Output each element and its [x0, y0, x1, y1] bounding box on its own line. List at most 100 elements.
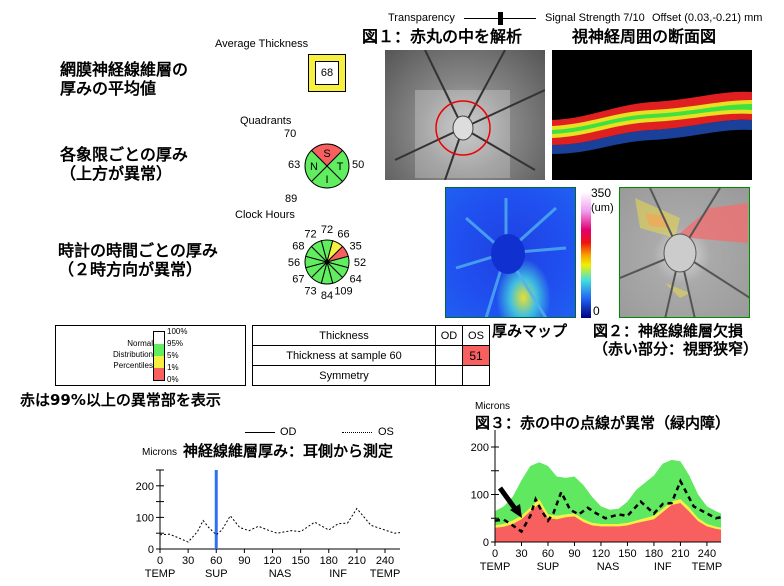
- clock-hour-value: 73: [304, 286, 316, 298]
- region-label: TEMP: [370, 568, 401, 580]
- quadrant-s-value: 70: [284, 128, 297, 140]
- clock-hour-value: 35: [349, 241, 361, 253]
- x-tick-label: 180: [645, 548, 663, 560]
- legend-colorbar: [153, 331, 165, 381]
- average-thickness-value: 68: [315, 61, 339, 85]
- y-tick-label: 100: [136, 512, 154, 524]
- x-tick-label: 240: [376, 555, 394, 567]
- os-legend-label: OS: [378, 426, 394, 438]
- region-label: NAS: [597, 561, 620, 573]
- quadrant-letter: N: [310, 161, 318, 173]
- clock-hour-value: 72: [321, 224, 333, 236]
- quadrant-n-value: 63: [288, 159, 301, 171]
- fig1-caption: 図１：赤丸の中を解析: [362, 27, 523, 46]
- signal-strength: Signal Strength 7/10: [545, 12, 645, 24]
- colorbar-min: 0: [593, 304, 600, 318]
- clock-hour-value: 52: [354, 257, 366, 269]
- quadrant-letter: T: [337, 161, 344, 173]
- y-tick-label: 100: [471, 490, 489, 502]
- clock-note: 時計の時間ごとの厚み（２時方向が異常）: [58, 241, 218, 279]
- x-tick-label: 120: [263, 555, 281, 567]
- clock-sector: [310, 240, 328, 264]
- colorbar: [581, 192, 591, 318]
- clock-hour-value: 66: [337, 228, 349, 240]
- chart2-ylabel: Microns: [475, 401, 511, 412]
- average-note: 網膜神経線維層の厚みの平均値: [60, 60, 189, 98]
- x-tick-label: 0: [492, 548, 498, 560]
- y-tick-label: 200: [471, 442, 489, 454]
- os-line: [159, 507, 401, 543]
- red-note: 赤は99%以上の異常部を表示: [20, 391, 221, 409]
- x-tick-label: 210: [671, 548, 689, 560]
- clock-hour-value: 67: [292, 274, 304, 286]
- region-label: SUP: [537, 561, 560, 573]
- col-os: OS: [462, 325, 490, 346]
- average-thickness-box: 68: [308, 54, 346, 92]
- col-od: OD: [435, 325, 463, 346]
- os-legend-line: [342, 432, 372, 433]
- os-sample-value: 51: [462, 345, 490, 366]
- clock-hour-value: 64: [349, 274, 361, 286]
- fundus-image: [385, 50, 545, 180]
- x-tick-label: 60: [210, 555, 222, 567]
- quadrant-i-value: 89: [285, 193, 298, 205]
- chart1-ylabel: Microns: [142, 447, 178, 458]
- table-row: Symmetry: [252, 365, 490, 386]
- profile-title: 神経線維層厚み：耳側から測定: [183, 442, 394, 460]
- y-tick-label: 0: [148, 544, 154, 556]
- fig3-caption: 図３：赤の中の点線が異常（緑内障）: [475, 414, 731, 432]
- od-legend-label: OD: [280, 426, 297, 438]
- region-label: SUP: [205, 568, 228, 580]
- quadrants-label: Quadrants: [240, 115, 292, 127]
- arrow-head-icon: [510, 504, 522, 518]
- x-tick-label: 150: [618, 548, 636, 560]
- clock-hours-label: Clock Hours: [235, 209, 295, 221]
- quadrant-letter: I: [325, 174, 328, 186]
- legend-ticks: 100%95%5%1%0%: [167, 327, 188, 384]
- colorbar-unit: (um): [591, 202, 614, 214]
- clock-hour-value: 68: [292, 241, 304, 253]
- clock-center: [325, 260, 329, 264]
- x-tick-label: 90: [568, 548, 580, 560]
- y-tick-label: 200: [136, 481, 154, 493]
- y-tick-label: 0: [483, 537, 489, 549]
- quadrant-note: 各象限ごとの厚み（上方が異常）: [60, 145, 188, 183]
- quadrant-n: [304, 149, 328, 183]
- x-tick-label: 90: [238, 555, 250, 567]
- od-legend-line: [245, 432, 275, 433]
- clock-hour-value: 84: [321, 290, 333, 302]
- deviation-map-image: [619, 187, 750, 318]
- quadrant-s: [310, 143, 344, 167]
- x-tick-label: 180: [320, 555, 338, 567]
- colorbar-max: 350: [591, 186, 612, 200]
- region-label: INF: [329, 568, 347, 580]
- oct-cross-section-image: [552, 50, 752, 180]
- quadrant-letter: S: [323, 148, 330, 160]
- thickness-map-image: [445, 187, 576, 318]
- region-label: TEMP: [145, 568, 176, 580]
- quadrant-i: [310, 165, 344, 189]
- x-tick-label: 30: [515, 548, 527, 560]
- x-tick-label: 30: [182, 555, 194, 567]
- clock-hour-value: 72: [304, 228, 316, 240]
- quadrant-t-value: 50: [352, 159, 365, 171]
- region-label: NAS: [269, 568, 292, 580]
- band-normal: [495, 459, 722, 528]
- clock-hour-value: 109: [334, 286, 352, 298]
- x-tick-label: 0: [157, 555, 163, 567]
- offset-readout: Offset (0.03,-0.21) mm: [652, 12, 763, 24]
- region-label: TEMP: [480, 561, 511, 573]
- region-label: TEMP: [692, 561, 723, 573]
- clock-hour-value: 56: [288, 257, 300, 269]
- transparency-slider-thumb[interactable]: [498, 12, 503, 25]
- quadrant-t: [326, 149, 350, 183]
- x-tick-label: 60: [542, 548, 554, 560]
